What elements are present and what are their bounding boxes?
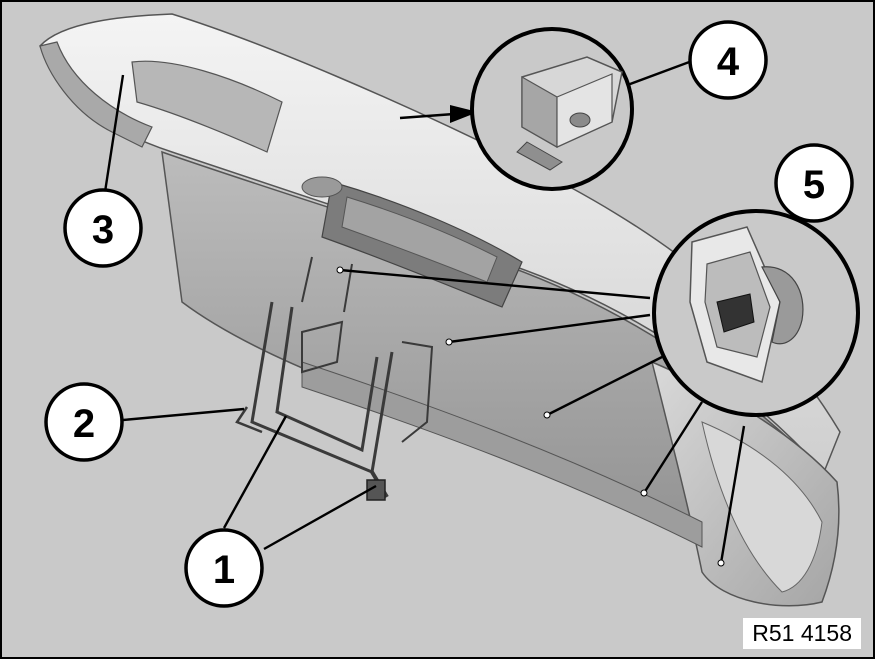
instrument-panel — [39, 13, 841, 607]
callout-2-circle — [44, 382, 124, 462]
leader-dots — [336, 266, 725, 567]
callout-4: 4 — [688, 20, 768, 100]
leader-lines — [103, 59, 787, 564]
callout-5-number: 5 — [803, 163, 825, 207]
callout-4-circle — [688, 20, 768, 100]
callout-3-circle — [63, 188, 143, 268]
callout-5: 5 — [774, 143, 854, 223]
detail-arrow — [399, 105, 478, 123]
callout-1-circle — [184, 528, 264, 608]
callout-3: 3 — [63, 188, 143, 268]
callout-2-number: 2 — [73, 402, 95, 446]
callout-5-circle — [774, 143, 854, 223]
detail-view-clip-nut — [652, 209, 860, 417]
detail-view-clip — [470, 27, 634, 191]
figure-reference-code: R51 4158 — [743, 618, 861, 649]
support-bracket — [235, 256, 434, 501]
callout-1-number: 1 — [213, 548, 235, 592]
callout-1: 1 — [184, 528, 264, 608]
callout-4-number: 4 — [717, 40, 740, 84]
callout-3-number: 3 — [92, 208, 114, 252]
callout-2: 2 — [44, 382, 124, 462]
